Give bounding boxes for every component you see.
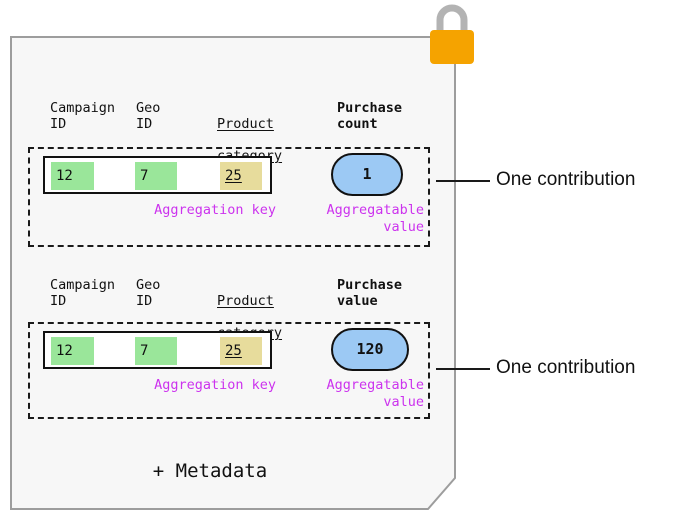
header-purchase-count: Purchase count (337, 100, 403, 132)
header-campaign-id-2: Campaign ID (50, 277, 116, 309)
aggregatable-value-caption-2: Aggregatable value (326, 377, 424, 410)
key-cell-campaign-id-1: 12 (51, 162, 94, 190)
key-cell-product-category-value-2: 25 (225, 343, 242, 359)
annotation-one-contribution-1: One contribution (496, 169, 636, 190)
aggregatable-value-oval-2: 120 (331, 328, 409, 371)
column-headers-2: Campaign ID Geo ID Product category Purc… (50, 277, 450, 341)
header-product-line1-2: Product (217, 293, 274, 309)
key-cell-geo-id-2: 7 (135, 337, 177, 365)
header-geo-id-2: Geo ID (136, 277, 161, 309)
contribution-1-boundary (28, 147, 430, 247)
header-geo-id: Geo ID (136, 100, 161, 132)
aggregatable-value-oval-1: 1 (331, 153, 403, 196)
key-cell-product-category-1: 25 (220, 162, 262, 190)
padlock-body (430, 30, 474, 64)
header-purchase-value: Purchase value (337, 277, 403, 309)
aggregatable-value-caption-1: Aggregatable value (326, 202, 424, 235)
contribution-1: 12 7 25 1 Aggregation key Aggregatable v… (28, 147, 430, 247)
leader-line-2 (436, 368, 490, 370)
annotation-one-contribution-2: One contribution (496, 357, 636, 378)
aggregation-key-caption-1: Aggregation key (154, 202, 276, 218)
contribution-2: 12 7 25 120 Aggregation key Aggregatable… (28, 322, 430, 419)
padlock-icon (424, 2, 480, 64)
aggregation-key-caption-2: Aggregation key (154, 377, 276, 393)
key-cell-product-category-value-1: 25 (225, 168, 242, 184)
padlock-shackle (436, 4, 468, 34)
contribution-2-boundary (28, 322, 430, 419)
column-headers-1: Campaign ID Geo ID Product category Purc… (50, 100, 450, 164)
header-product-line1: Product (217, 116, 274, 132)
leader-line-1 (436, 180, 490, 182)
aggregation-key-box-1: 12 7 25 (43, 156, 272, 194)
header-campaign-id: Campaign ID (50, 100, 116, 132)
key-cell-campaign-id-2: 12 (51, 337, 94, 365)
metadata-label: + Metadata (152, 460, 268, 482)
aggregation-key-box-2: 12 7 25 (43, 331, 272, 369)
key-cell-product-category-2: 25 (220, 337, 262, 365)
key-cell-geo-id-1: 7 (135, 162, 177, 190)
